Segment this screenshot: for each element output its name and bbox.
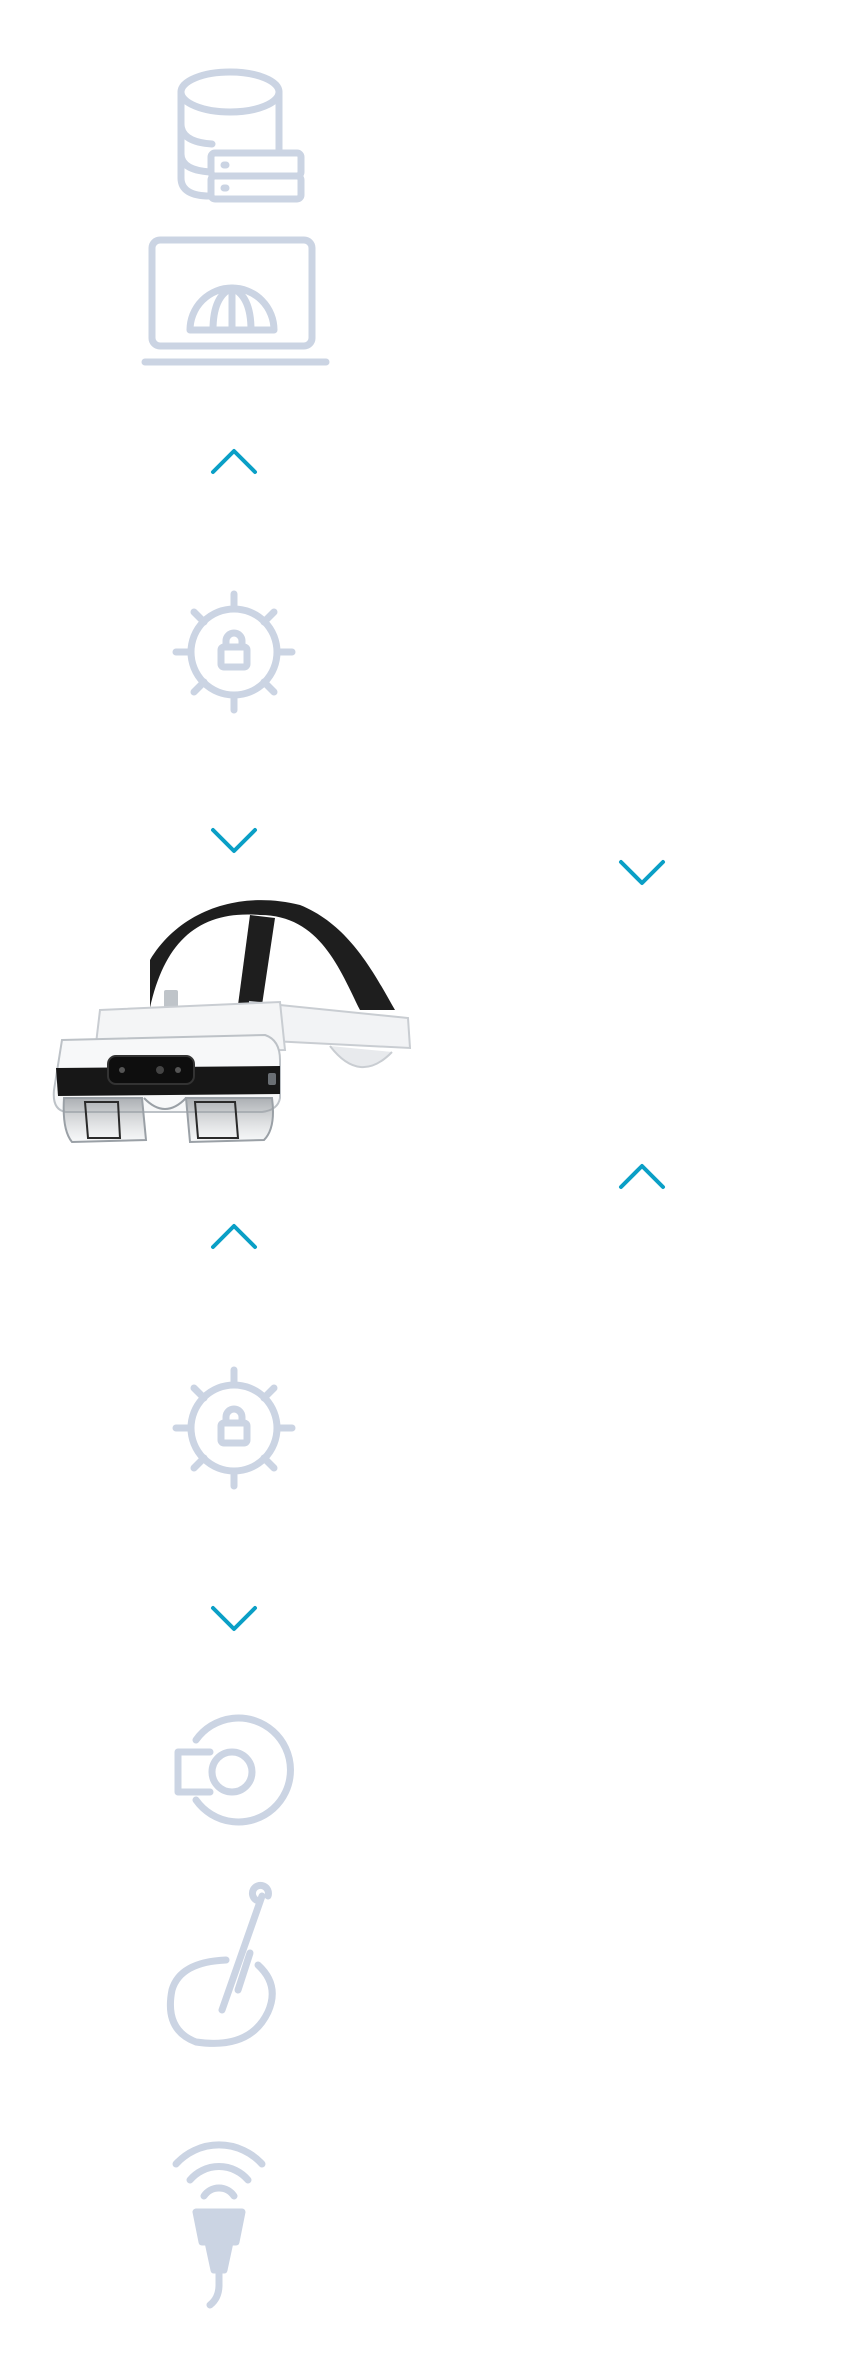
database-server-icon: [177, 68, 305, 203]
joystick-icon: [166, 1881, 276, 2047]
top-bidirectional-connector: [211, 449, 257, 853]
downstream-arrow: [619, 130, 665, 885]
ar-headset-image: [52, 900, 412, 1144]
gear-lock-icon: [172, 1366, 296, 1490]
upstream-arrow: [619, 1164, 665, 2347]
laptop-globe-icon: [141, 236, 330, 366]
gear-lock-icon: [172, 590, 296, 714]
microphone-wireless-icon: [172, 2141, 266, 2309]
bottom-bidirectional-connector: [211, 1224, 257, 1631]
camera-sensor-icon: [174, 1714, 294, 1826]
